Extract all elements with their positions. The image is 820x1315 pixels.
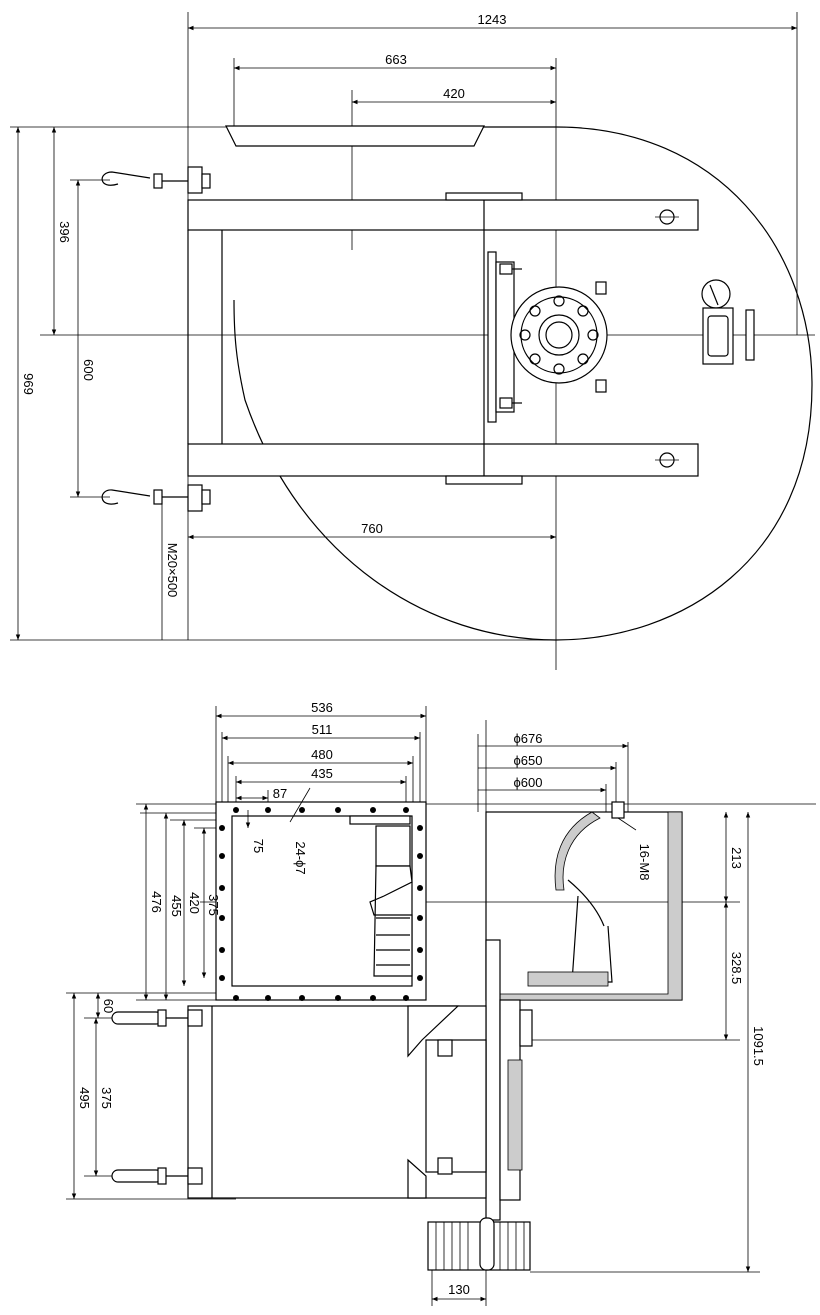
dim-holes: 24-ϕ7 — [293, 841, 308, 874]
top-dimensions — [15, 25, 797, 640]
flange — [510, 286, 608, 384]
lifting-bolt-left-upper — [111, 1009, 203, 1027]
dim-d650: ϕ650 — [514, 753, 543, 768]
dim-130: 130 — [448, 1282, 470, 1297]
dim-435: 435 — [311, 766, 333, 781]
dim-375-lower: 375 — [99, 1087, 114, 1109]
top-view: 1243 663 420 760 396 600 969 M20×500 — [10, 12, 815, 670]
dim-420: 420 — [443, 86, 465, 101]
dim-455: 455 — [169, 895, 184, 917]
dim-476: 476 — [149, 891, 164, 913]
dim-75: 75 — [251, 839, 266, 853]
side-view: 536 511 480 435 87 75 24-ϕ7 476 455 420 … — [66, 700, 816, 1306]
dim-d600: ϕ600 — [514, 775, 543, 790]
lifting-bolt-bottom — [101, 484, 211, 512]
dim-bolt-spec: M20×500 — [165, 543, 180, 598]
gauge-icon — [701, 279, 755, 365]
dim-d676: ϕ676 — [514, 731, 543, 746]
dim-495: 495 — [77, 1087, 92, 1109]
dim-396: 396 — [57, 221, 72, 243]
frame-bar-bottom — [187, 443, 699, 477]
dim-60: 60 — [101, 999, 116, 1013]
dim-600: 600 — [81, 359, 96, 381]
lifting-bolt-left-lower — [111, 1167, 203, 1185]
dim-328-5: 328.5 — [729, 952, 744, 985]
top-extension-lines — [10, 12, 815, 670]
dim-375: 375 — [206, 894, 221, 916]
dim-536: 536 — [311, 700, 333, 715]
dim-511: 511 — [312, 722, 333, 737]
frame-bar-top — [187, 199, 699, 231]
dim-1091-5: 1091.5 — [751, 1026, 766, 1066]
dim-480: 480 — [311, 747, 333, 762]
bolt-holes — [219, 807, 423, 1001]
dim-87: 87 — [273, 786, 287, 801]
side-dimensions — [71, 713, 751, 1302]
dim-969: 969 — [21, 373, 36, 395]
hopper-frame-inner — [231, 815, 413, 987]
lifting-bolt-top — [101, 166, 211, 194]
motor-base — [427, 1221, 531, 1271]
dim-760: 760 — [361, 521, 383, 536]
bowl-outline — [230, 126, 813, 641]
dim-663: 663 — [385, 52, 407, 67]
hopper-top — [225, 125, 485, 147]
dim-16m8: 16-M8 — [637, 844, 652, 881]
dim-420-side: 420 — [187, 892, 202, 914]
dim-1243: 1243 — [478, 12, 507, 27]
dim-213: 213 — [729, 847, 744, 869]
